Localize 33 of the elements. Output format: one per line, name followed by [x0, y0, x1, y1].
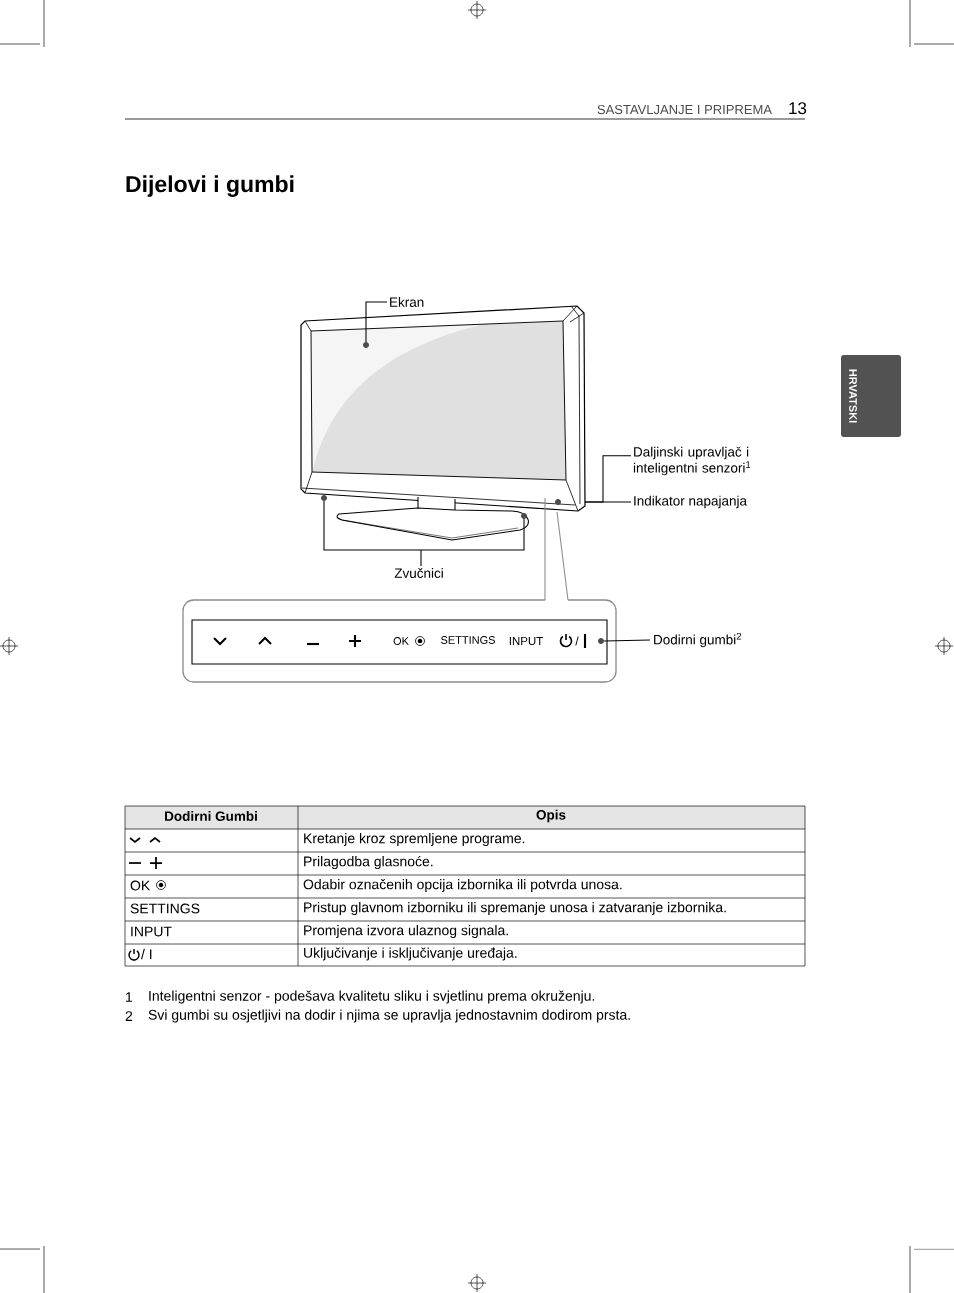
- footnote-text: Svi gumbi su osjetljivi na dodir i njima se upravlja jednostavnim dodirom prsta.: [148, 1009, 630, 1023]
- description-text: Promjena izvora ulaznog signala.: [304, 925, 508, 939]
- tv-drawing: [300, 305, 586, 541]
- title: Dijelovi i gumbi: [126, 175, 294, 197]
- description-text: Kretanje kroz spremljene programe.: [304, 833, 525, 847]
- callout-label: Indikator napajanja: [634, 495, 747, 509]
- leader-line: [603, 639, 651, 642]
- leader-line: [544, 497, 569, 601]
- leader-line: [365, 301, 388, 343]
- page-number: 13: [789, 102, 807, 115]
- description-text: Pristup glavnom izborniku ili spremanje unosa i zatvaranje izbornika.: [304, 902, 726, 916]
- callout-label: Ekran: [390, 297, 424, 307]
- footnote-text: Inteligentni senzor - podešava kvalitetu sliku i svjetlinu prema okruženju.: [149, 990, 595, 1004]
- footnote-number: 1: [126, 992, 133, 1002]
- leader-line: [323, 500, 525, 567]
- callout-label: Dodirni gumbi$^{2}$: [654, 632, 742, 648]
- column-header: Dodirni Gumbi: [165, 811, 257, 821]
- description-text: Uključivanje i isključivanje uređaja.: [304, 947, 517, 961]
- column-header: Opis: [536, 809, 566, 823]
- callout-label: Zvučnici: [394, 568, 443, 578]
- button-name: SETTINGS: [130, 903, 200, 914]
- callout-label: Daljinski upravljač i inteligentni senzori$^{1}$: [633, 446, 751, 476]
- button-name: OK: [130, 880, 151, 891]
- button-strip: OK SETTINGS INPUT /: [191, 619, 608, 665]
- button-name: INPUT: [131, 926, 172, 937]
- description-text: Prilagodba glasnoće.: [304, 855, 433, 870]
- button-name: / I: [141, 948, 152, 960]
- touch-panel-inset: [182, 599, 617, 683]
- language-tab: HRVATSKI: [841, 355, 901, 437]
- description-text: Odabir označenih opcija izbornika ili potvrda unosa.: [303, 878, 622, 893]
- footnote-number: 2: [125, 1011, 133, 1021]
- header-text: SASTAVLJANJE I PRIPREMA: [597, 104, 772, 115]
- leader-line: [584, 455, 632, 503]
